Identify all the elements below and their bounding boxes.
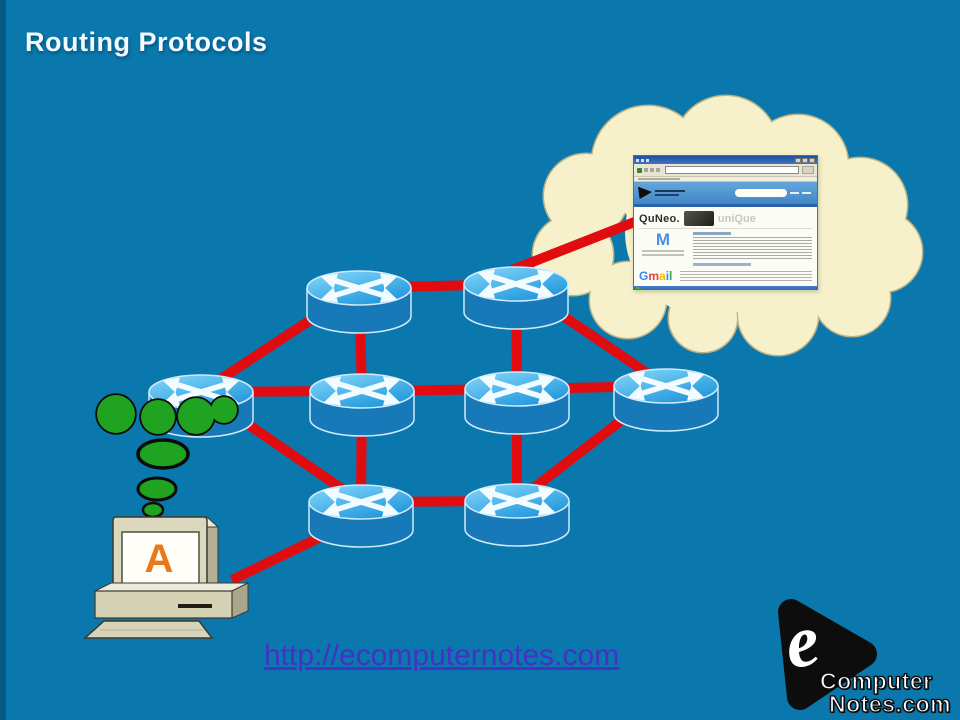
maximize-button (802, 157, 808, 163)
gmail-m-icon: M (655, 230, 671, 249)
thought-bubble-small (141, 501, 165, 519)
status-icon (636, 287, 641, 289)
browser-window: QuNeo. uniQue M Gmail (633, 155, 818, 290)
website-content: QuNeo. uniQue M Gmail (634, 207, 817, 286)
home-icon (656, 168, 660, 172)
site-link[interactable]: http://ecomputernotes.com (264, 639, 620, 672)
cisco-router-icon (463, 266, 569, 330)
address-bar (665, 166, 799, 174)
website-logo-icon (638, 186, 652, 199)
forward-icon (644, 168, 648, 172)
browser-app-icon (636, 158, 639, 162)
network-routers (148, 266, 719, 548)
logo-text-computer: Computer (819, 667, 933, 694)
article-text-block (680, 271, 812, 282)
cisco-router-icon (309, 373, 415, 437)
browser-titlebar (634, 156, 817, 164)
logo-text-notes: Notes.com (828, 690, 952, 717)
browser-statusbar (634, 286, 817, 289)
thought-bubble-medium (136, 476, 178, 502)
logo-triangle (778, 599, 877, 710)
cisco-router-icon (613, 368, 719, 432)
website-search-box (735, 189, 787, 197)
browser-links-row (634, 177, 817, 182)
cisco-router-icon (464, 483, 570, 547)
page-title: Routing Protocols (25, 27, 268, 57)
thought-bubble-large (136, 438, 190, 470)
gmail-logo-word: Gmail (639, 269, 673, 283)
thought-cloud-blob (95, 393, 239, 519)
website-brand-text: QuNeo. (639, 212, 680, 225)
monitor-screen (121, 531, 200, 586)
cisco-router-icon (308, 484, 414, 548)
internet-cloud (531, 94, 924, 357)
back-icon (637, 167, 642, 173)
cisco-router-icon (464, 371, 570, 435)
link-router2-to-cloud (510, 216, 639, 275)
website-brand-alt-text: uniQue (717, 212, 756, 225)
workstation (83, 516, 249, 639)
website-banner (634, 182, 817, 204)
refresh-icon (650, 168, 654, 172)
browser-toolbar (634, 164, 817, 177)
product-image (683, 211, 714, 226)
cisco-router-icon (306, 270, 412, 334)
go-button (802, 166, 814, 174)
article-text-block (693, 237, 812, 261)
workstation-screen-letter: A (144, 537, 174, 581)
floppy-slot (178, 604, 212, 608)
close-button (809, 157, 815, 163)
minimize-button (795, 157, 801, 163)
